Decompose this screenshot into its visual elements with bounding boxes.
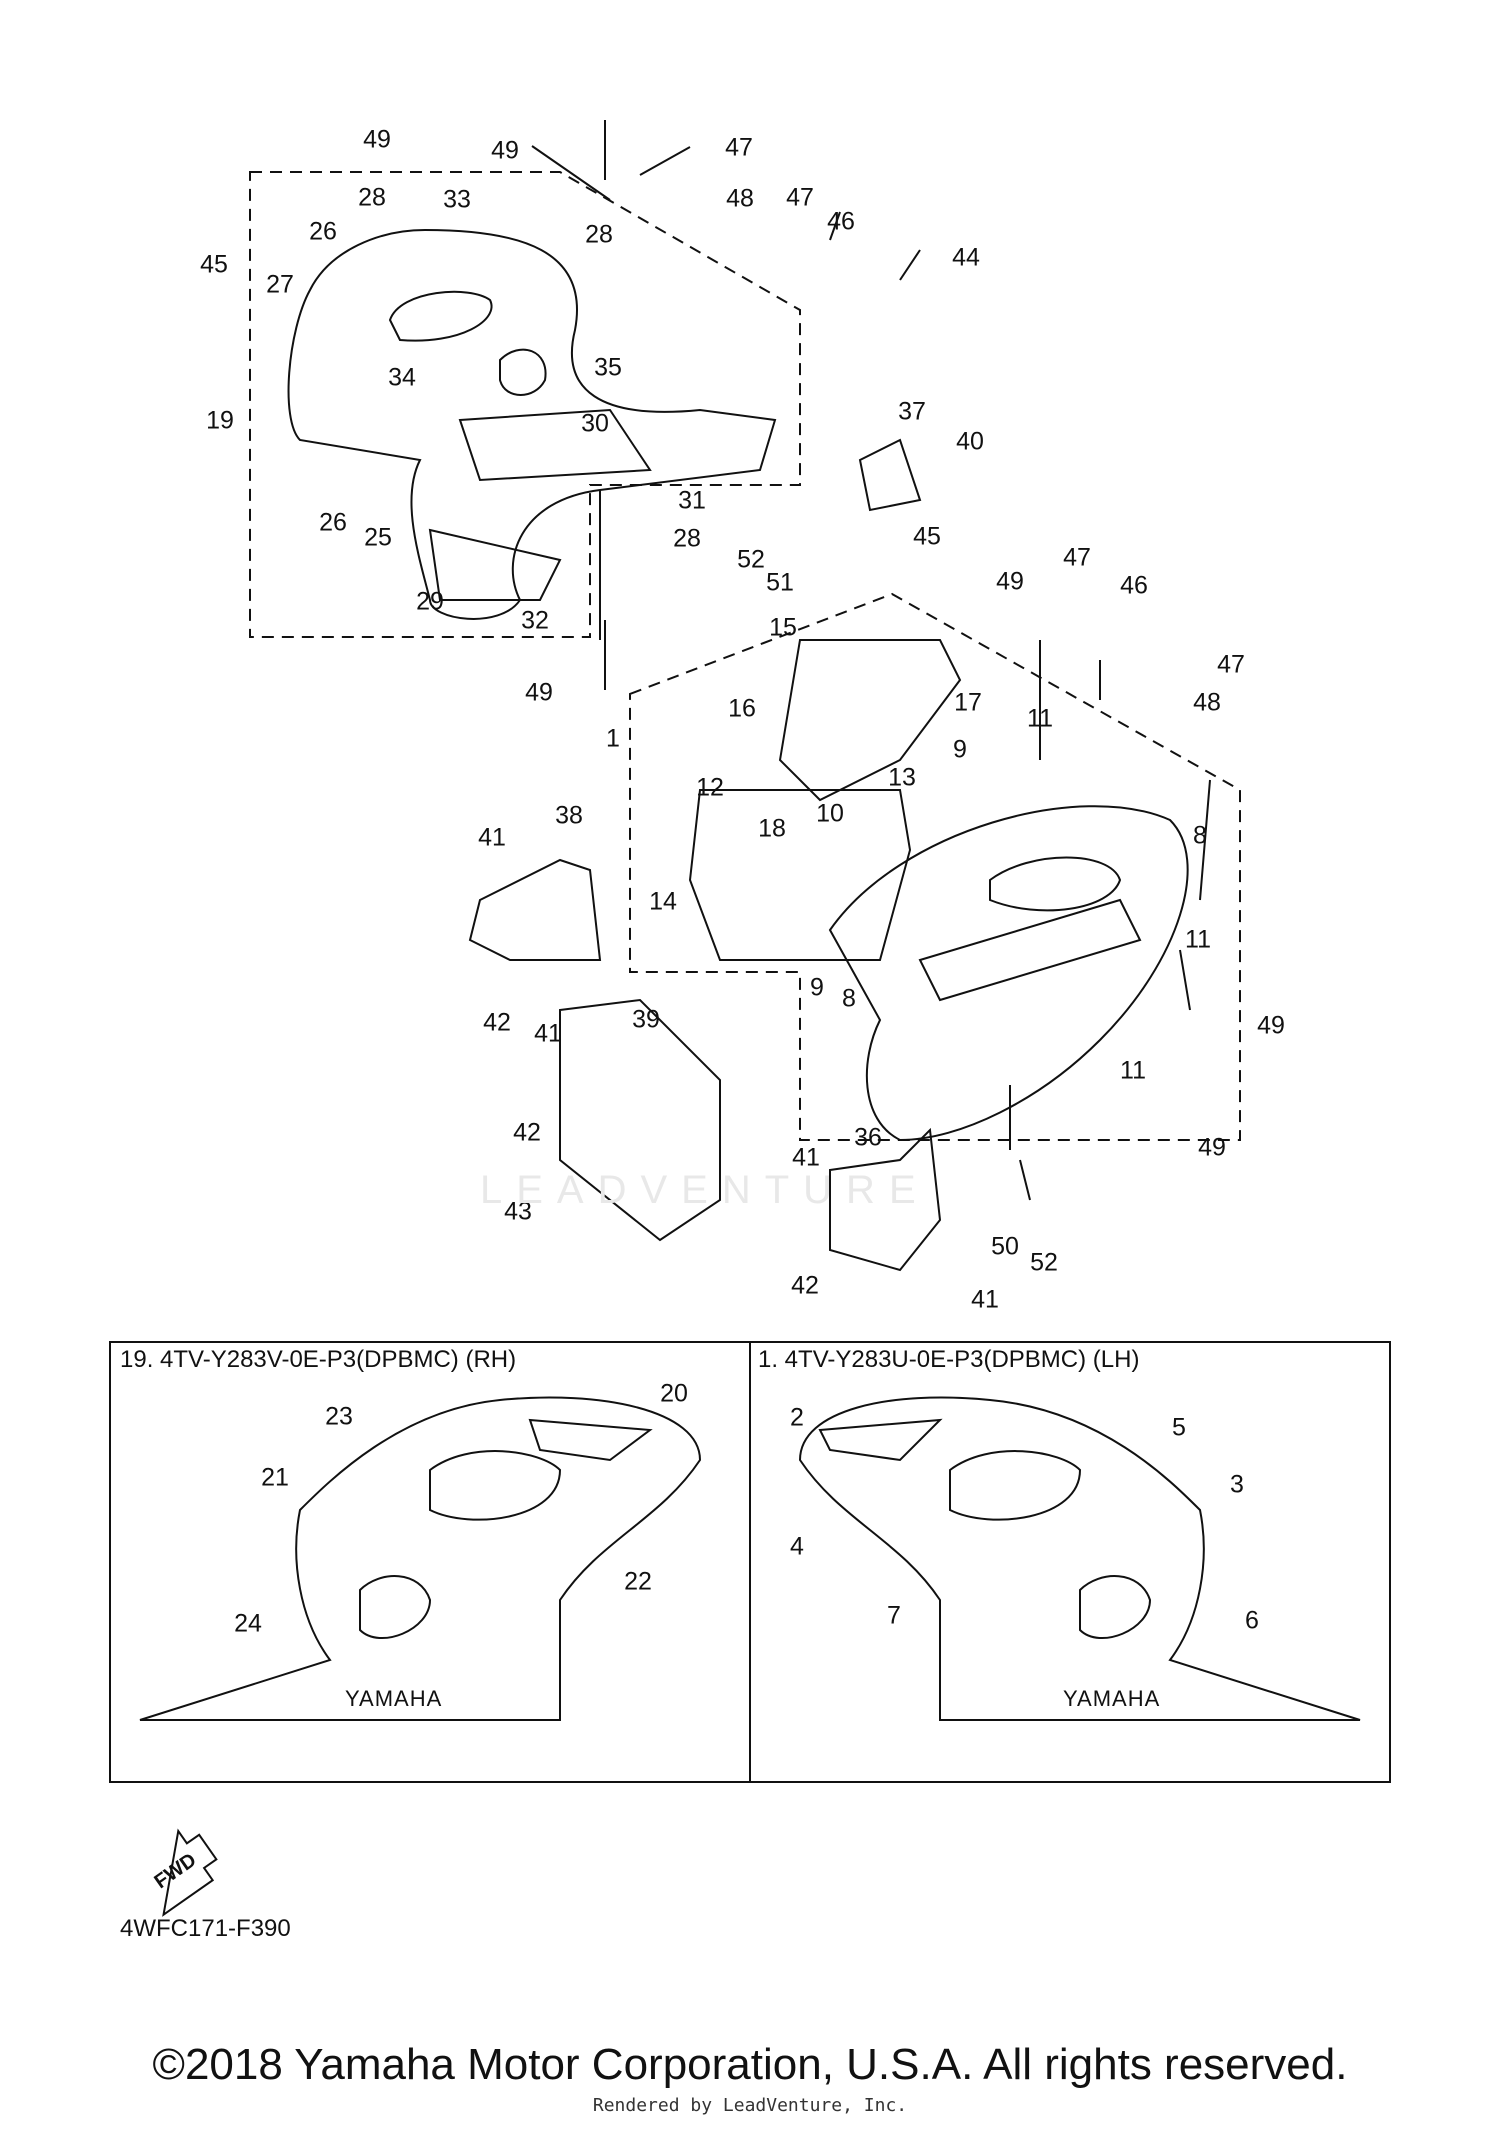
callout-13: 13 <box>888 763 916 792</box>
callout-26b: 26 <box>319 508 347 537</box>
callout-45a: 45 <box>200 250 228 279</box>
callout-47d: 47 <box>1217 650 1245 679</box>
inner-panel-39 <box>559 998 721 1242</box>
bracket-36 <box>829 1127 942 1272</box>
callout-32: 32 <box>521 606 549 635</box>
callout-5: 5 <box>1172 1413 1186 1442</box>
callout-43: 43 <box>504 1197 532 1226</box>
decal-text-lh: YAMAHA <box>1063 1686 1161 1711</box>
callout-41c: 41 <box>792 1143 820 1172</box>
callout-30: 30 <box>581 409 609 438</box>
callout-1: 1 <box>606 724 620 753</box>
drawing-code: 4WFC171-F390 <box>120 1915 291 1942</box>
callout-18: 18 <box>758 814 786 843</box>
rendered-by-text: Rendered by LeadVenture, Inc. <box>592 2095 908 2116</box>
callout-48c: 48 <box>1193 688 1221 717</box>
callout-11c: 11 <box>1120 1056 1146 1085</box>
callout-49d: 49 <box>996 567 1024 596</box>
callout-16: 16 <box>728 694 756 723</box>
callout-28b: 28 <box>585 220 613 249</box>
callout-11: 11 <box>1027 704 1053 733</box>
callout-45b: 45 <box>913 522 941 551</box>
decal-box-rh <box>109 1341 751 1783</box>
callout-41a: 41 <box>478 823 506 852</box>
callout-48b: 48 <box>726 184 754 213</box>
callout-8b: 8 <box>842 984 856 1013</box>
callout-28a: 28 <box>358 183 386 212</box>
callout-7: 7 <box>887 1601 901 1630</box>
callout-29: 29 <box>416 587 444 616</box>
stay-37 <box>858 438 922 512</box>
callout-42c: 42 <box>791 1271 819 1300</box>
callout-20: 20 <box>660 1379 688 1408</box>
callout-4: 4 <box>790 1532 804 1561</box>
callout-49a: 49 <box>363 125 391 154</box>
callout-24: 24 <box>234 1609 262 1638</box>
callout-34: 34 <box>388 363 416 392</box>
assembly-outline-rh <box>249 171 801 638</box>
decal-box-lh-title: 1. 4TV-Y283U-0E-P3(DPBMC) (LH) <box>758 1346 1140 1373</box>
assembly-outline-lh <box>629 592 1241 1141</box>
cowling-decal-illustration-lh <box>798 1396 1361 1721</box>
callout-10: 10 <box>816 799 844 828</box>
callout-28c: 28 <box>673 524 701 553</box>
callout-23-label: 23 <box>325 1402 353 1431</box>
callout-41d: 41 <box>971 1285 999 1314</box>
callout-35: 35 <box>594 353 622 382</box>
callout-6: 6 <box>1245 1606 1259 1635</box>
callout-42b: 42 <box>513 1118 541 1147</box>
callout-33: 33 <box>443 185 471 214</box>
callout-46a: 46 <box>827 207 855 236</box>
decal-box-rh-title: 19. 4TV-Y283V-0E-P3(DPBMC) (RH) <box>120 1346 517 1373</box>
callout-50: 50 <box>991 1232 1019 1261</box>
callout-27: 27 <box>266 270 294 299</box>
callout-21: 21 <box>261 1463 289 1492</box>
callout-46b: 46 <box>1120 571 1148 600</box>
decal-text-rh: YAMAHA <box>345 1686 443 1711</box>
inner-panel-38 <box>468 858 602 961</box>
callout-49f: 49 <box>1198 1133 1226 1162</box>
copyright-text: ©2018 Yamaha Motor Corporation, U.S.A. A… <box>152 2040 1348 2089</box>
callout-52b: 52 <box>1030 1248 1058 1277</box>
callout-36: 36 <box>854 1123 882 1152</box>
callout-39: 39 <box>632 1005 660 1034</box>
callout-47b: 47 <box>786 183 814 212</box>
callout-47a: 47 <box>725 133 753 162</box>
decal-box-lh <box>749 1341 1391 1783</box>
cowling-decal-illustration-rh <box>139 1396 702 1721</box>
callout-31: 31 <box>678 486 706 515</box>
callout-51: 51 <box>766 568 794 597</box>
callout-15: 15 <box>769 613 797 642</box>
callout-8: 8 <box>1193 821 1207 850</box>
callout-49c: 49 <box>525 678 553 707</box>
callout-25: 25 <box>364 523 392 552</box>
callout-52a: 52 <box>737 545 765 574</box>
callout-11b: 11 <box>1185 925 1211 954</box>
callout-49b: 49 <box>491 136 519 165</box>
watermark: LEADVENTURE <box>480 1168 930 1212</box>
callout-9b: 9 <box>810 973 824 1002</box>
callout-2: 2 <box>790 1403 804 1432</box>
fwd-arrow-icon <box>162 1828 218 1917</box>
callout-38: 38 <box>555 801 583 830</box>
callout-41b: 41 <box>534 1019 562 1048</box>
callout-17: 17 <box>954 688 982 717</box>
upper-cowling-rh <box>287 228 777 620</box>
callout-42a: 42 <box>483 1008 511 1037</box>
callout-40: 40 <box>956 427 984 456</box>
callout-14: 14 <box>649 887 677 916</box>
callout-12: 12 <box>696 773 724 802</box>
callout-3: 3 <box>1230 1470 1244 1499</box>
callout-9: 9 <box>953 735 967 764</box>
callout-22: 22 <box>624 1567 652 1596</box>
callout-49e: 49 <box>1257 1011 1285 1040</box>
callout-47c: 47 <box>1063 543 1091 572</box>
lower-cowling-lh <box>688 639 1189 1142</box>
callout-19: 19 <box>206 406 234 435</box>
callout-26a: 26 <box>309 217 337 246</box>
callout-44: 44 <box>952 243 980 272</box>
callout-37: 37 <box>898 397 926 426</box>
